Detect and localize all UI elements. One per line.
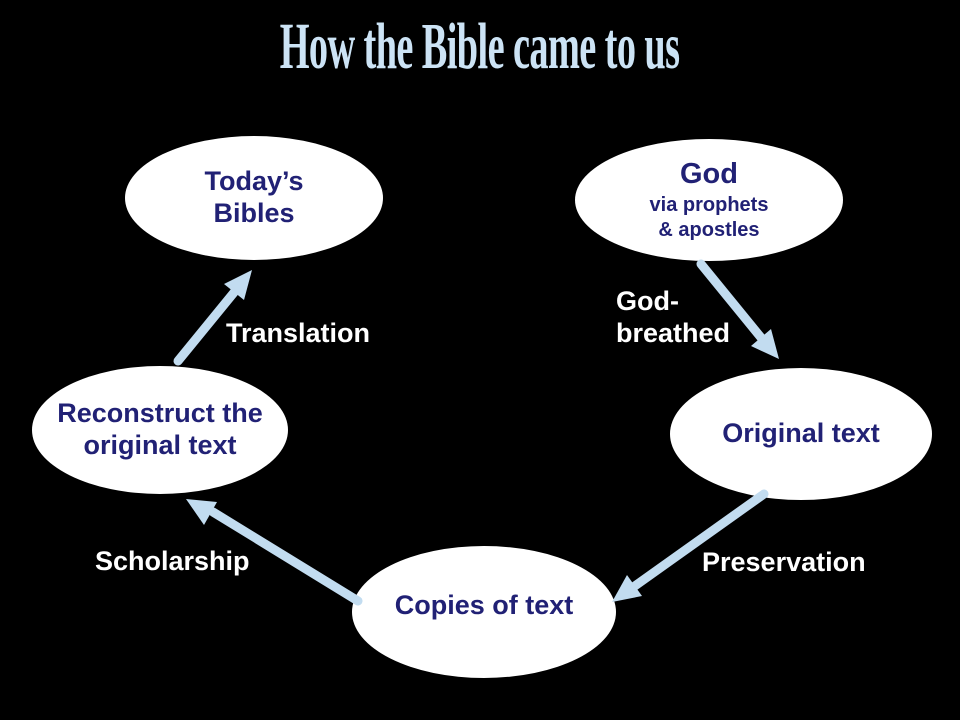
node-original-text-label: Original text: [722, 418, 880, 449]
node-copies-of-text: Copies of text: [352, 546, 616, 678]
edge-label-preservation: Preservation: [702, 547, 866, 577]
edge-label-god-breathed: God- breathed: [616, 286, 731, 349]
node-god-label: God: [680, 157, 738, 190]
edge-label-translation: Translation: [226, 318, 371, 348]
node-todays-bibles: Today’s Bibles: [125, 136, 383, 260]
node-reconstruct-label: Reconstruct the original text: [57, 398, 263, 460]
node-god: God via prophets & apostles: [575, 139, 843, 261]
slide-title: How the Bible came to us: [0, 14, 960, 80]
edge-label-scholarship: Scholarship: [95, 546, 250, 576]
node-original-text: Original text: [670, 368, 932, 500]
node-reconstruct-original-text: Reconstruct the original text: [32, 366, 288, 494]
slide-title-text: How the Bible came to us: [280, 10, 680, 83]
arrow-preservation-head: [612, 575, 642, 602]
node-copies-of-text-label: Copies of text: [394, 590, 574, 621]
arrow-translation-head: [224, 270, 252, 300]
node-todays-bibles-label: Today’s Bibles: [204, 166, 304, 228]
arrow-god-breathed-head: [751, 329, 779, 359]
arrow-scholarship-head: [186, 499, 217, 525]
node-god-sublabel: via prophets & apostles: [649, 194, 769, 242]
